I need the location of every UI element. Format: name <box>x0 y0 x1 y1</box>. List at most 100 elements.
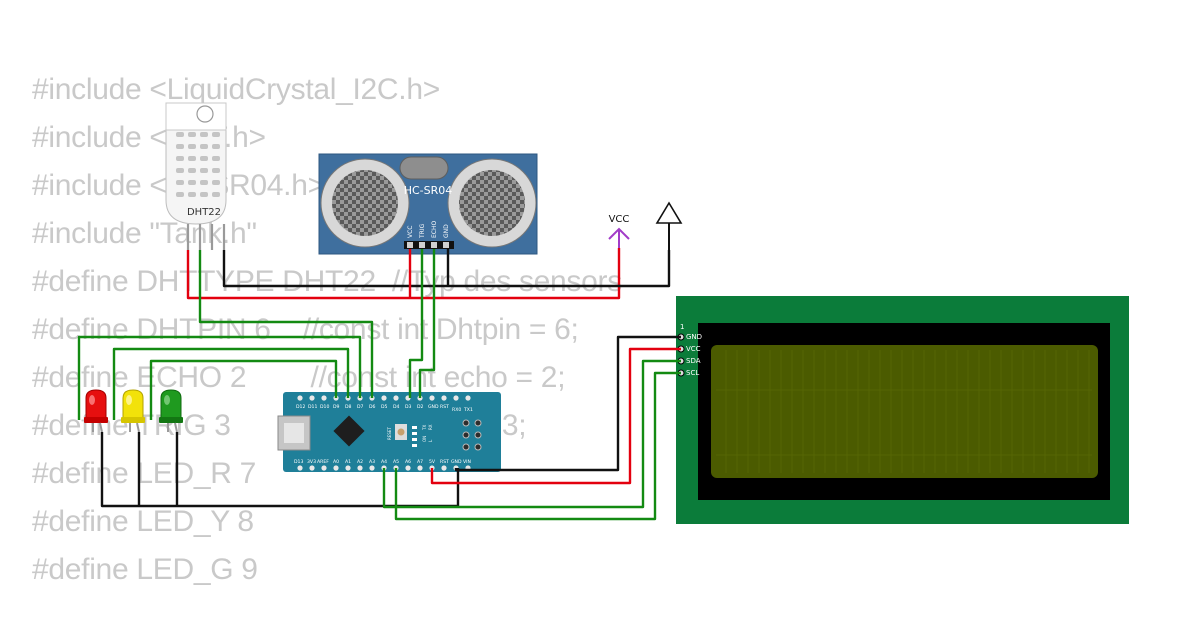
pin-a0[interactable] <box>333 465 339 471</box>
led-yellow[interactable] <box>121 389 145 433</box>
hcsr04-pin-header <box>404 241 454 249</box>
rx-label: RX <box>428 424 433 430</box>
pin-a7[interactable] <box>417 465 423 471</box>
hcsr04-label: HC-SR04 <box>404 184 453 197</box>
hcsr04-pin-label: VCC <box>407 226 414 238</box>
wire-lcd-sda[interactable] <box>382 359 681 509</box>
wire-lcd-gnd[interactable] <box>454 335 681 472</box>
pin-d4[interactable] <box>393 395 399 401</box>
pin-a3[interactable] <box>369 465 375 471</box>
arduino-top-pins: D12 D11 D10 D9 D8 D7 D6 D5 D4 D3 D2 GND … <box>296 395 473 413</box>
wire-led-yellow[interactable] <box>112 347 350 420</box>
wire-led-red[interactable] <box>77 335 362 420</box>
pin-3v3[interactable] <box>309 465 315 471</box>
pin-label: D12 <box>296 404 305 410</box>
pin-label: 5V <box>429 459 436 465</box>
pin-label: A1 <box>345 459 351 465</box>
pin-label: A6 <box>405 459 411 465</box>
lcd-pin-label: SCL <box>686 369 699 377</box>
led-tx <box>412 426 417 429</box>
pin-d12[interactable] <box>297 395 303 401</box>
pin-label: D4 <box>393 404 400 410</box>
wires <box>77 248 681 521</box>
pin-label: A5 <box>393 459 399 465</box>
code-line: #define DHTPIN 6 //const int Dhtpin = 6; <box>32 313 579 346</box>
pin-d10[interactable] <box>321 395 327 401</box>
wire-dht-gnd[interactable] <box>222 250 671 288</box>
code-line: #include "Tank.h" <box>32 217 257 250</box>
pin-tx1[interactable] <box>465 395 471 401</box>
ground-triangle-icon <box>655 201 683 224</box>
wire-echo[interactable] <box>418 249 436 398</box>
pin-label: A4 <box>381 459 387 465</box>
pin-label: D6 <box>369 404 376 410</box>
dht22-label: DHT22 <box>187 207 221 218</box>
pin-label: TX1 <box>463 407 473 413</box>
pin-label: RX0 <box>452 407 461 413</box>
pin-label: RST <box>440 404 449 410</box>
hcsr04-pin-label: GND <box>443 224 450 238</box>
code-line: #define LED_Y 8 <box>32 505 254 538</box>
pin-label: GND <box>428 404 439 410</box>
on-label: ON <box>422 436 427 442</box>
dht22-mount-hole <box>196 105 214 123</box>
code-line: #include <LiquidCrystal_I2C.h> <box>32 73 440 106</box>
pin-d5[interactable] <box>381 395 387 401</box>
led-on <box>412 438 417 441</box>
pin-d13[interactable] <box>297 465 303 471</box>
hcsr04-pin-echo[interactable] <box>431 242 437 248</box>
lcd-display[interactable]: 1 GND VCC SDA SCL <box>676 296 1129 524</box>
pin-label: A0 <box>333 459 339 465</box>
dht22-sensor[interactable]: DHT22 <box>165 102 227 250</box>
arduino-nano[interactable]: RESET TX RX ON L <box>277 392 501 472</box>
pin-label: RST <box>440 459 449 465</box>
wire-dht-data[interactable] <box>198 250 374 398</box>
tx-label: TX <box>422 425 427 431</box>
pin-rx0[interactable] <box>453 395 459 401</box>
hcsr04-pin-label: TRIG <box>419 223 426 239</box>
pin-aref[interactable] <box>321 465 327 471</box>
icsp-header <box>462 419 482 451</box>
hcsr04-pin-vcc[interactable] <box>407 242 413 248</box>
code-line: #include <HCSR04.h> <box>32 169 325 202</box>
arduino-bottom-pins: D13 3V3 AREF A0 A1 A2 A3 A4 A5 A6 A7 5V … <box>294 459 471 471</box>
pin-label: 3V3 <box>307 459 316 465</box>
wire-lcd-scl[interactable] <box>394 371 681 521</box>
wire-led-green[interactable] <box>149 359 338 420</box>
hcsr04-mesh-right <box>459 170 525 236</box>
hcsr04-pin-trig[interactable] <box>419 242 425 248</box>
code-line: #define LED_G 9 <box>32 553 258 586</box>
pin-label: GND <box>451 459 462 465</box>
pin-label: A7 <box>417 459 423 465</box>
lcd-char-grid <box>716 350 1092 473</box>
wire-dht-vcc[interactable] <box>186 248 621 300</box>
pin-a2[interactable] <box>357 465 363 471</box>
hcsr04-sensor[interactable]: HC-SR04 VCC TRIG ECHO GND <box>318 153 538 255</box>
pin-gnd-top[interactable] <box>429 395 435 401</box>
vcc-label: VCC <box>609 214 630 225</box>
gnd-power-symbol[interactable] <box>655 201 683 250</box>
hcsr04-pin-gnd[interactable] <box>443 242 449 248</box>
pin-d11[interactable] <box>309 395 315 401</box>
code-line: #define DHTTYPE DHT22 //Typ des sensors <box>32 265 622 298</box>
led-green[interactable] <box>159 389 183 433</box>
reset-label: RESET <box>387 427 392 440</box>
pin-rst-top[interactable] <box>441 395 447 401</box>
vcc-power-symbol[interactable]: VCC <box>608 214 630 248</box>
led-l <box>412 444 417 447</box>
led-red[interactable] <box>84 389 108 433</box>
pin-a6[interactable] <box>405 465 411 471</box>
wire-trig[interactable] <box>408 249 424 398</box>
wire-led-gnd[interactable] <box>100 432 460 508</box>
l-label: L <box>428 439 433 442</box>
wire-lcd-vcc[interactable] <box>430 347 681 485</box>
pin-a1[interactable] <box>345 465 351 471</box>
pin-label: A3 <box>369 459 375 465</box>
pin-label: D3 <box>405 404 412 410</box>
pin-label: D2 <box>417 404 424 410</box>
pin-label: D9 <box>333 404 340 410</box>
dht22-top-cap <box>165 102 227 131</box>
pin-rst-bottom[interactable] <box>441 465 447 471</box>
